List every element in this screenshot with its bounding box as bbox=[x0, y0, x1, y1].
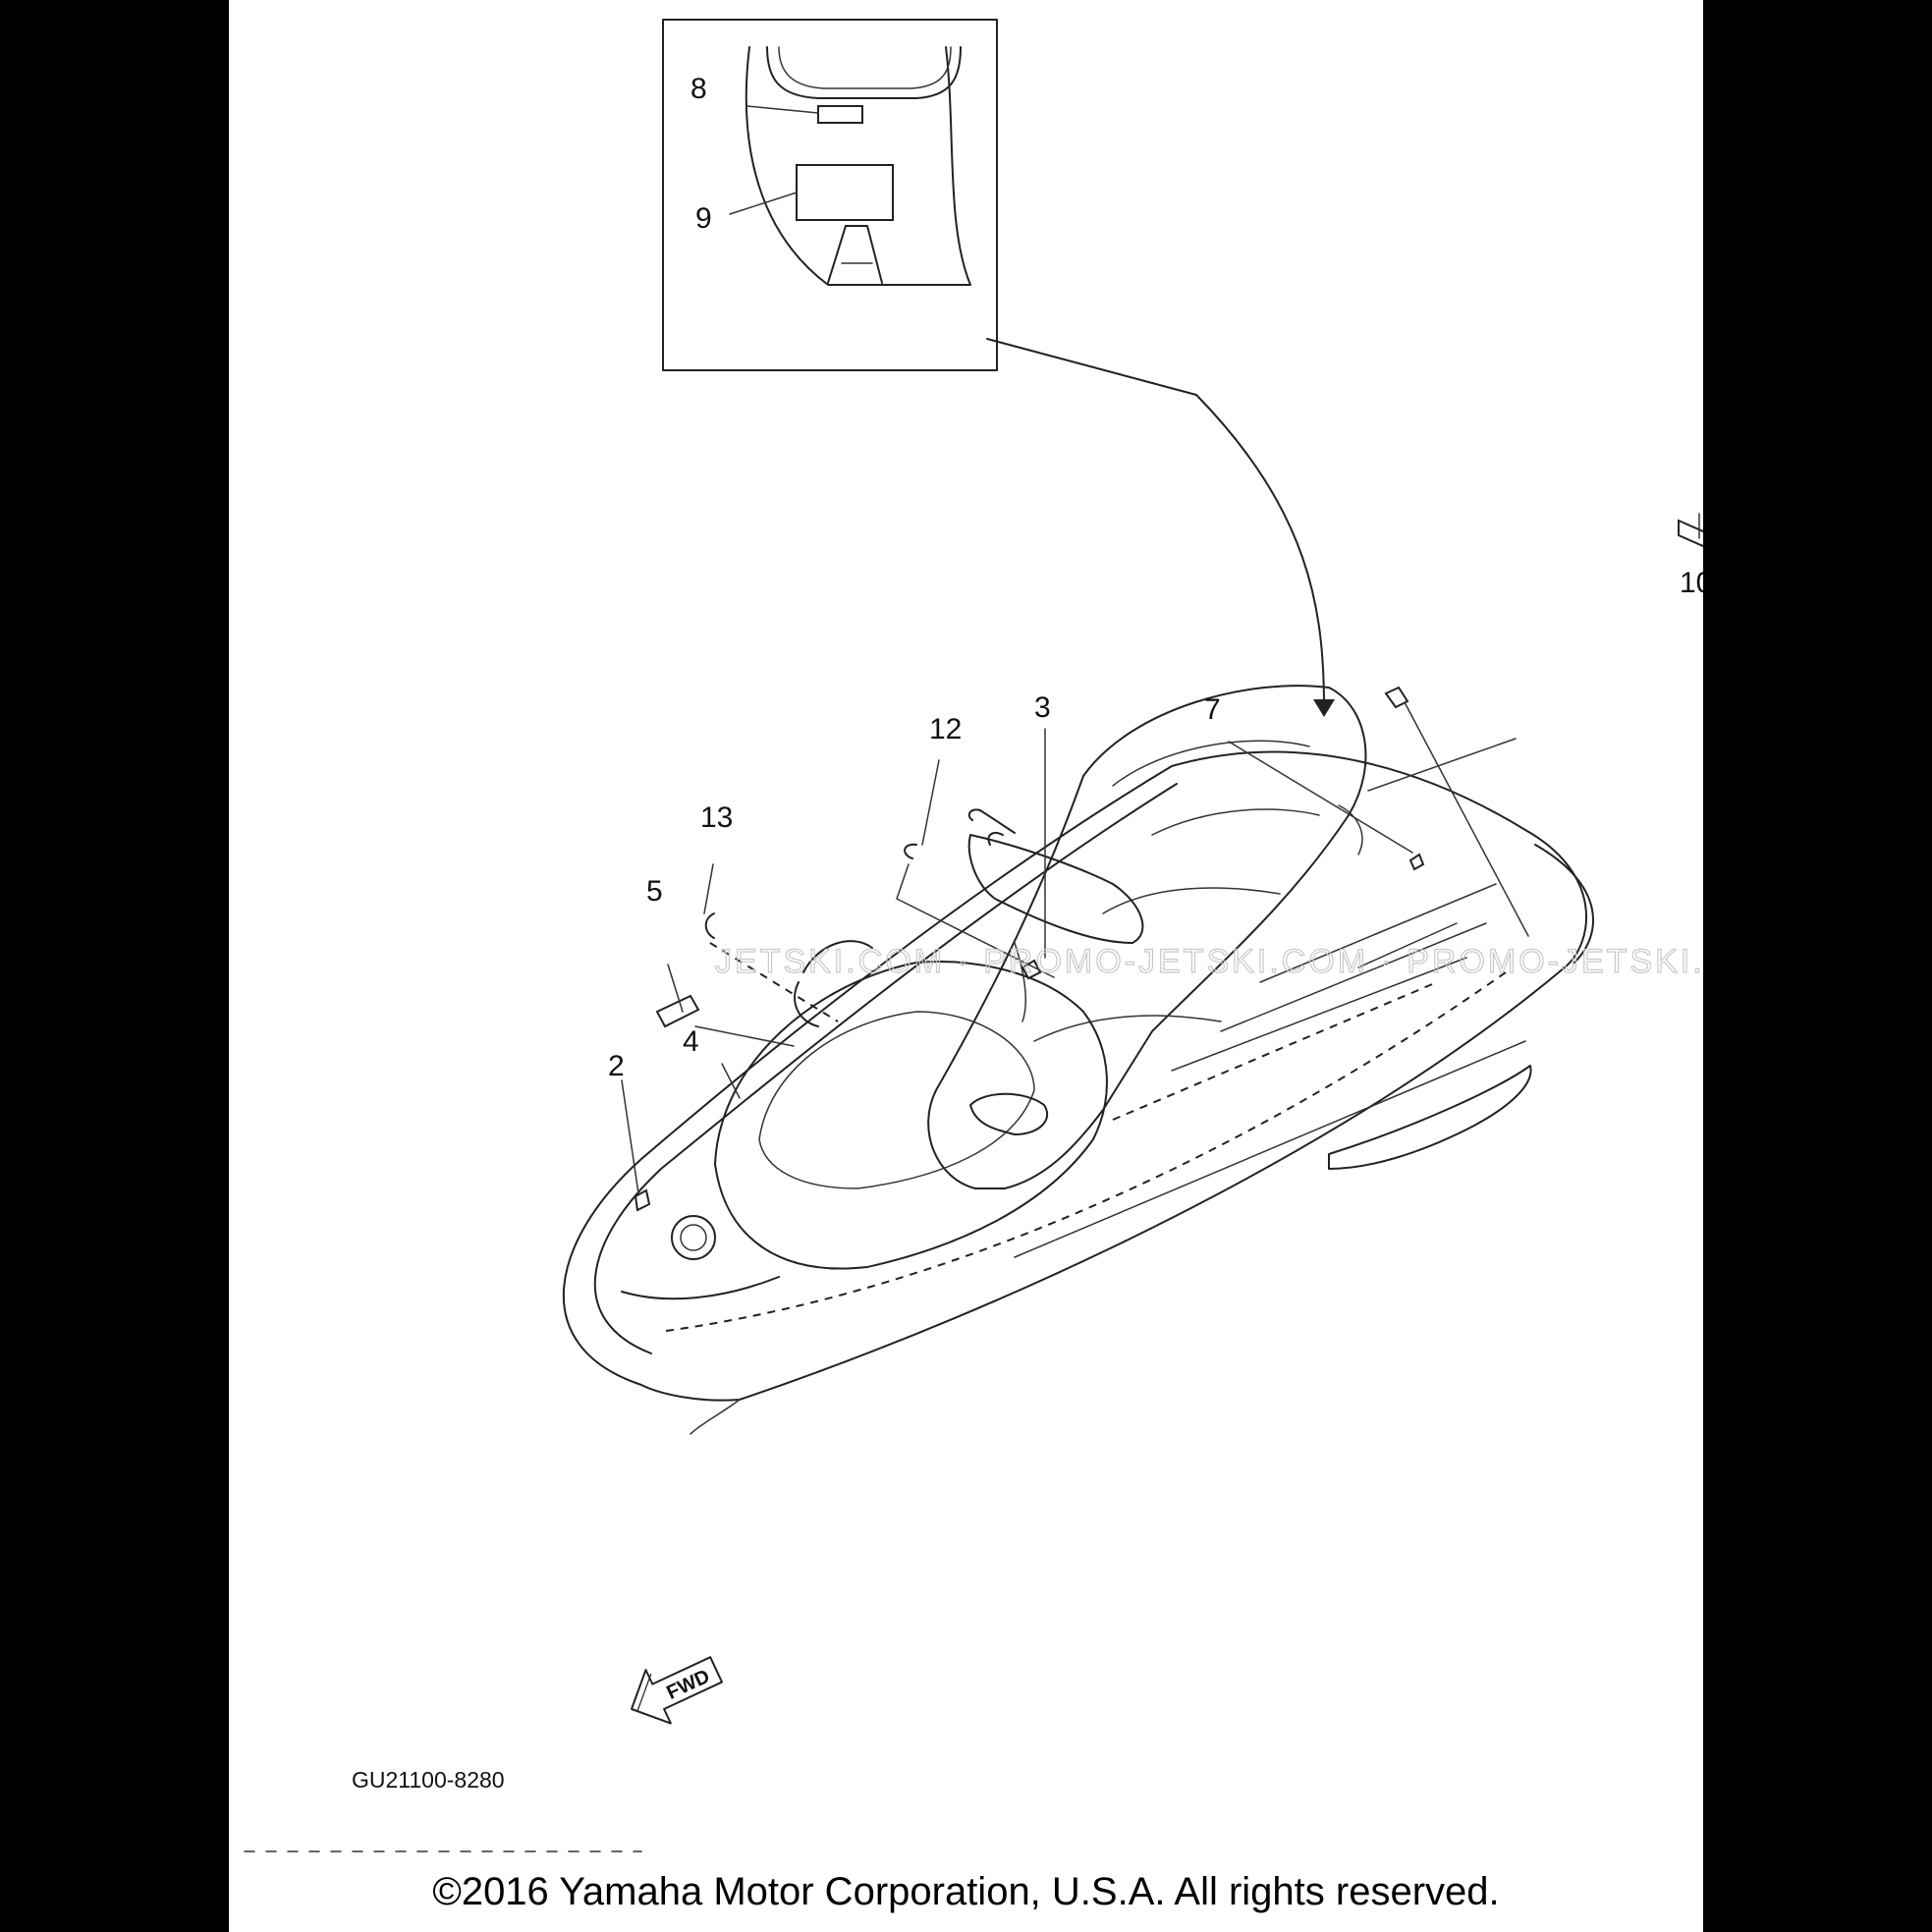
inset-connector-line bbox=[986, 338, 1325, 708]
callout-13: 13 bbox=[700, 801, 733, 834]
parts-diagram-sheet: 10 1 6 7 3 12 13 5 4 2 11 8 9 JETSKI.COM… bbox=[229, 0, 1703, 1932]
front-hood bbox=[621, 940, 1108, 1300]
callout-5: 5 bbox=[646, 875, 663, 908]
decal-13 bbox=[704, 912, 715, 939]
rear-deck-inset bbox=[662, 19, 998, 371]
callout-9: 9 bbox=[695, 202, 712, 235]
diagram-part-code: GU21100-8280 bbox=[352, 1767, 505, 1793]
callout-12: 12 bbox=[929, 713, 962, 745]
callout-labels: 10 1 6 7 3 12 13 5 4 2 11 8 9 bbox=[608, 73, 1703, 1082]
decals bbox=[634, 519, 1703, 1212]
copyright-notice: ©2016 Yamaha Motor Corporation, U.S.A. A… bbox=[432, 1870, 1500, 1913]
decal-11 bbox=[1384, 686, 1409, 709]
callout-4: 4 bbox=[683, 1025, 699, 1058]
label-9-rect bbox=[796, 164, 894, 221]
exploded-view-diagram: 10 1 6 7 3 12 13 5 4 2 11 8 9 JETSKI.COM… bbox=[244, 19, 1703, 1852]
decal-2 bbox=[634, 1188, 651, 1212]
callout-2: 2 bbox=[608, 1050, 625, 1082]
decal-7 bbox=[1408, 853, 1425, 871]
callout-8: 8 bbox=[690, 73, 707, 105]
fwd-arrow-icon: FWD bbox=[631, 1656, 724, 1725]
handlebar-assembly bbox=[967, 808, 1144, 1022]
callout-10: 10 bbox=[1680, 567, 1703, 599]
connector-arrowhead bbox=[1313, 699, 1335, 717]
watermark-text: JETSKI.COM · PROMO-JETSKI.COM · PROMO-JE… bbox=[715, 943, 1703, 980]
watercraft-hull bbox=[562, 750, 1594, 1435]
nose-hatch-circle bbox=[671, 1215, 716, 1260]
callout-3: 3 bbox=[1034, 691, 1051, 724]
decal-10 bbox=[1678, 519, 1703, 548]
label-8-rect bbox=[817, 105, 863, 124]
decal-12 bbox=[904, 843, 917, 859]
decal-5 bbox=[655, 994, 700, 1028]
decal-3 bbox=[1021, 959, 1042, 980]
callout-7: 7 bbox=[1204, 693, 1221, 726]
leader-lines bbox=[621, 513, 1700, 1194]
seat bbox=[927, 685, 1367, 1189]
